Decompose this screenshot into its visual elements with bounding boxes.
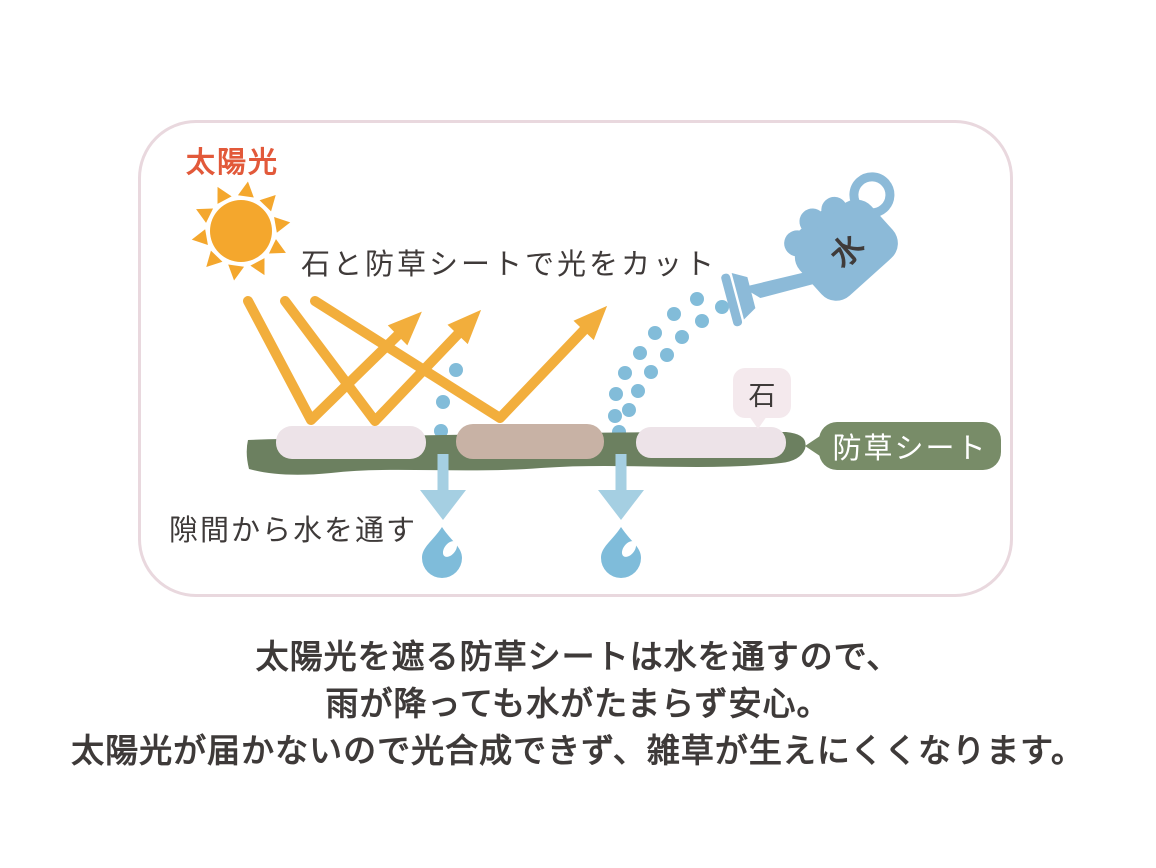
watering-can-icon: 水 <box>721 172 898 327</box>
description-text: 太陽光を遮る防草シートは水を通すので、 雨が降っても水がたまらず安心。 太陽光が… <box>0 633 1156 774</box>
stone-graphic <box>456 424 604 459</box>
description-line-1: 太陽光を遮る防草シートは水を通すので、 <box>255 638 901 675</box>
description-line-3: 太陽光が届かないので光合成できず、雑草が生えにくくなります。 <box>71 732 1085 769</box>
light-ray-arrows <box>243 296 608 426</box>
sheet-callout-label: 防草シート <box>832 433 988 465</box>
light-cut-caption: 石と防草シートで光をカット <box>301 249 718 281</box>
stone-graphic <box>276 426 426 459</box>
water-drop-icon <box>422 527 641 578</box>
stone-callout-label: 石 <box>748 380 776 411</box>
stone-callout: 石 <box>733 368 791 429</box>
sun-label: 太陽光 <box>186 147 280 179</box>
description-line-2: 雨が降っても水がたまらず安心。 <box>325 685 831 722</box>
sun-icon <box>191 181 291 281</box>
stone-graphic <box>636 427 786 458</box>
water-stream-dots <box>608 292 729 439</box>
diagram-artwork: 水 <box>191 172 898 578</box>
diagram-panel: 水 太陽光 石と防草シートで光をカット 隙間から水を通す 石 防草シート <box>138 120 1013 597</box>
water-seep-arrows <box>420 454 644 520</box>
sheet-callout: 防草シート <box>805 422 1001 470</box>
gap-seep-dots <box>434 363 463 438</box>
gap-note: 隙間から水を通す <box>169 515 418 547</box>
